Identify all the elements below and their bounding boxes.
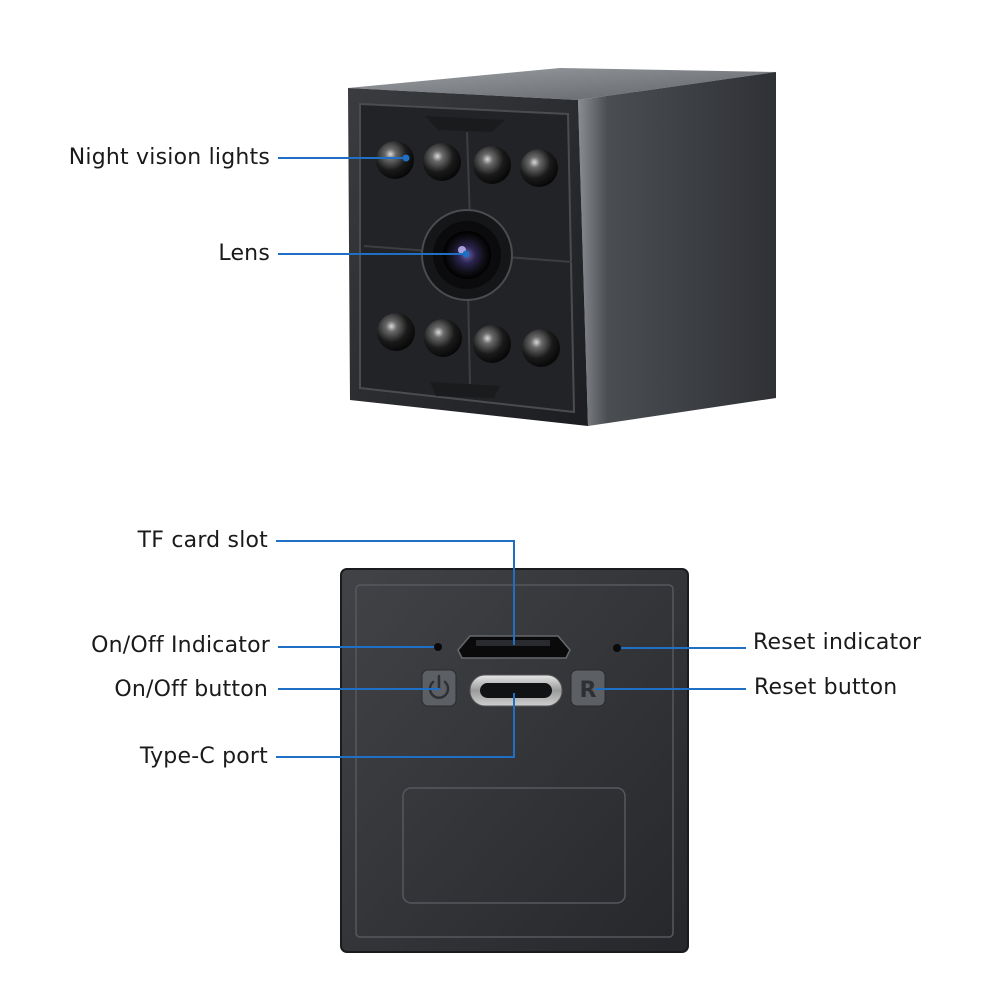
label-lens: Lens [218, 241, 270, 266]
label-reset-indicator: Reset indicator [753, 630, 922, 655]
camera-front-view [348, 68, 776, 426]
label-tf-card-slot: TF card slot [137, 528, 268, 553]
reset-indicator [613, 644, 621, 652]
camera-side-face [578, 72, 776, 426]
night-vision-led [473, 325, 511, 363]
label-reset-button: Reset button [754, 675, 898, 700]
label-night-vision-lights: Night vision lights [68, 145, 270, 170]
night-vision-led [423, 143, 461, 181]
on-off-indicator [434, 643, 442, 651]
night-vision-led [376, 141, 414, 179]
night-vision-led [520, 149, 558, 187]
power-icon [428, 674, 450, 699]
leader-tf-card [276, 540, 515, 645]
label-on-off-button: On/Off button [114, 677, 268, 702]
night-vision-led [424, 319, 462, 357]
night-vision-led [377, 313, 415, 351]
leader-type-c [276, 693, 515, 758]
label-on-off-indicator: On/Off Indicator [91, 633, 270, 658]
label-type-c-port: Type-C port [139, 744, 268, 769]
night-vision-led [473, 146, 511, 184]
camera-top-face [348, 68, 776, 100]
battery-cover [402, 787, 626, 904]
reset-icon: R [580, 678, 597, 703]
leader-lines [276, 154, 746, 758]
night-vision-led [522, 329, 560, 367]
